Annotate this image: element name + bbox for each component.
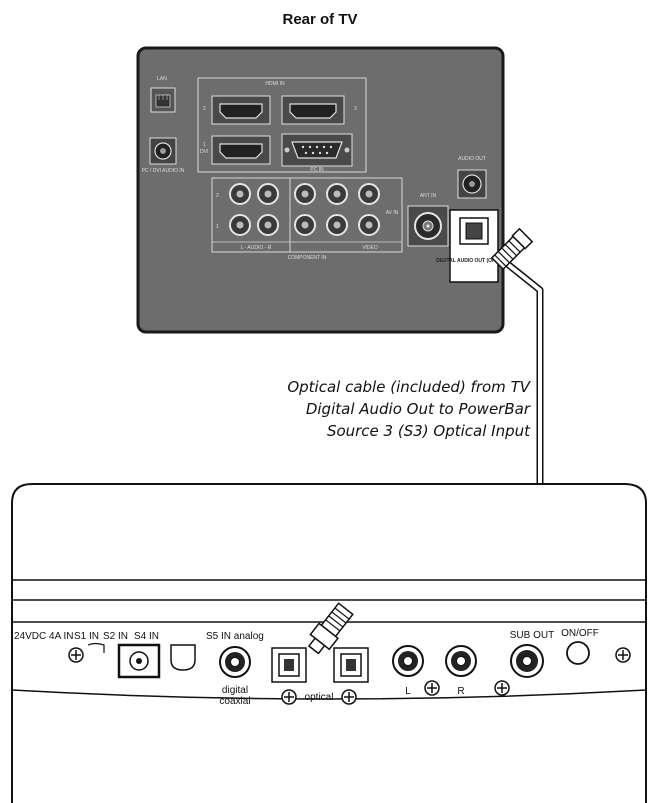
- hdmi-2-label: 2: [203, 106, 206, 112]
- right-label: R: [457, 686, 464, 697]
- rca-jack: [358, 214, 380, 236]
- hdmi-block: HDMI IN 2 3 1 DVI: [197, 77, 367, 173]
- screw-icon: [615, 647, 631, 663]
- optical-plug-powerbar-end: [307, 602, 354, 655]
- antenna-in-jack: ANT IN: [407, 193, 449, 247]
- blank-port-cover: [170, 644, 196, 671]
- rca-jack: [358, 183, 380, 205]
- hdmi-1-label: 1: [203, 142, 206, 148]
- screw-icon: [341, 689, 357, 705]
- hdmi-port-3: [281, 95, 345, 125]
- screw-icon: [424, 680, 440, 696]
- digital-label: digital: [222, 685, 248, 696]
- audio-out-jack: AUDIO OUT: [457, 156, 487, 199]
- hdmi-port-1-dvi: [211, 135, 271, 165]
- dvi-label: DVI: [200, 149, 208, 155]
- rca-jack: [257, 183, 279, 205]
- component-in-label: COMPONENT IN: [288, 255, 327, 261]
- component-av-block: 2 1 AV IN L - AUDIO - R VIDEO COMPONENT …: [211, 177, 403, 261]
- optical-plug-tv-end: [490, 227, 534, 271]
- rca-jack: [257, 214, 279, 236]
- digital-audio-out-optical-port: DIGITAL AUDIO OUT (OPTICAL): [436, 209, 512, 283]
- optical-label: optical: [305, 692, 334, 703]
- power-input-label: 24VDC 4A IN: [14, 631, 73, 642]
- diagram-title: Rear of TV: [282, 11, 357, 28]
- coaxial-label: coaxial: [219, 696, 250, 707]
- screw-icon: [68, 647, 84, 663]
- caption-line-3: Source 3 (S3) Optical Input: [327, 422, 531, 440]
- caption-line-2: Digital Audio Out to PowerBar: [306, 400, 531, 418]
- lan-label: LAN: [157, 76, 167, 82]
- pc-dvi-audio-label: PC / DVI AUDIO IN: [142, 168, 185, 174]
- s1-in-label: S1 IN: [74, 631, 99, 642]
- dc-power-connector: [87, 642, 161, 679]
- s2-in-label: S2 IN: [103, 631, 128, 642]
- rca-jack: [294, 183, 316, 205]
- pc-in-port: PC IN: [281, 133, 353, 173]
- left-label: L: [405, 686, 411, 697]
- video-label: VIDEO: [362, 245, 378, 251]
- row-1-label: 1: [216, 224, 219, 230]
- caption-line-1: Optical cable (included) from TV: [287, 378, 531, 396]
- rca-jack: [229, 183, 251, 205]
- tv-rear-panel: LAN PC / DVI AUDIO IN HDMI IN 2 3 1 DVI: [136, 46, 512, 334]
- digital-audio-out-label: DIGITAL AUDIO OUT (OPTICAL): [436, 258, 512, 264]
- audio-lr-label: L - AUDIO - R: [241, 245, 272, 251]
- screw-icon: [281, 689, 297, 705]
- s5-in-analog-label: S5 IN analog: [206, 631, 264, 642]
- pc-dvi-audio-jack: PC / DVI AUDIO IN: [142, 137, 185, 174]
- hdmi-port-2: [211, 95, 271, 125]
- hdmi-in-label: HDMI IN: [265, 81, 285, 87]
- rca-jack: [326, 183, 348, 205]
- on-off-button: [566, 641, 590, 665]
- cable-caption: Optical cable (included) from TV Digital…: [287, 378, 531, 440]
- row-2-label: 2: [216, 193, 219, 199]
- lan-port: LAN: [150, 76, 176, 113]
- left-rca-jack: L: [392, 645, 424, 697]
- sub-out-label: SUB OUT: [510, 630, 554, 641]
- second-optical-input: [333, 647, 369, 683]
- s4-in-label: S4 IN: [134, 631, 159, 642]
- sub-out-jack: [510, 644, 544, 678]
- pc-in-label: PC IN: [310, 167, 324, 173]
- ant-in-label: ANT IN: [420, 193, 437, 199]
- rca-jack: [326, 214, 348, 236]
- on-off-label: ON/OFF: [561, 628, 599, 639]
- screw-icon: [494, 680, 510, 696]
- rca-jack: [294, 214, 316, 236]
- audio-out-label: AUDIO OUT: [458, 156, 486, 162]
- hdmi-3-label: 3: [354, 106, 357, 112]
- s5-coaxial-jack: digital coaxial: [219, 646, 251, 707]
- right-rca-jack: R: [445, 645, 477, 697]
- rca-jack: [229, 214, 251, 236]
- av-in-label: AV IN: [386, 210, 399, 216]
- s3-optical-input: [271, 647, 307, 683]
